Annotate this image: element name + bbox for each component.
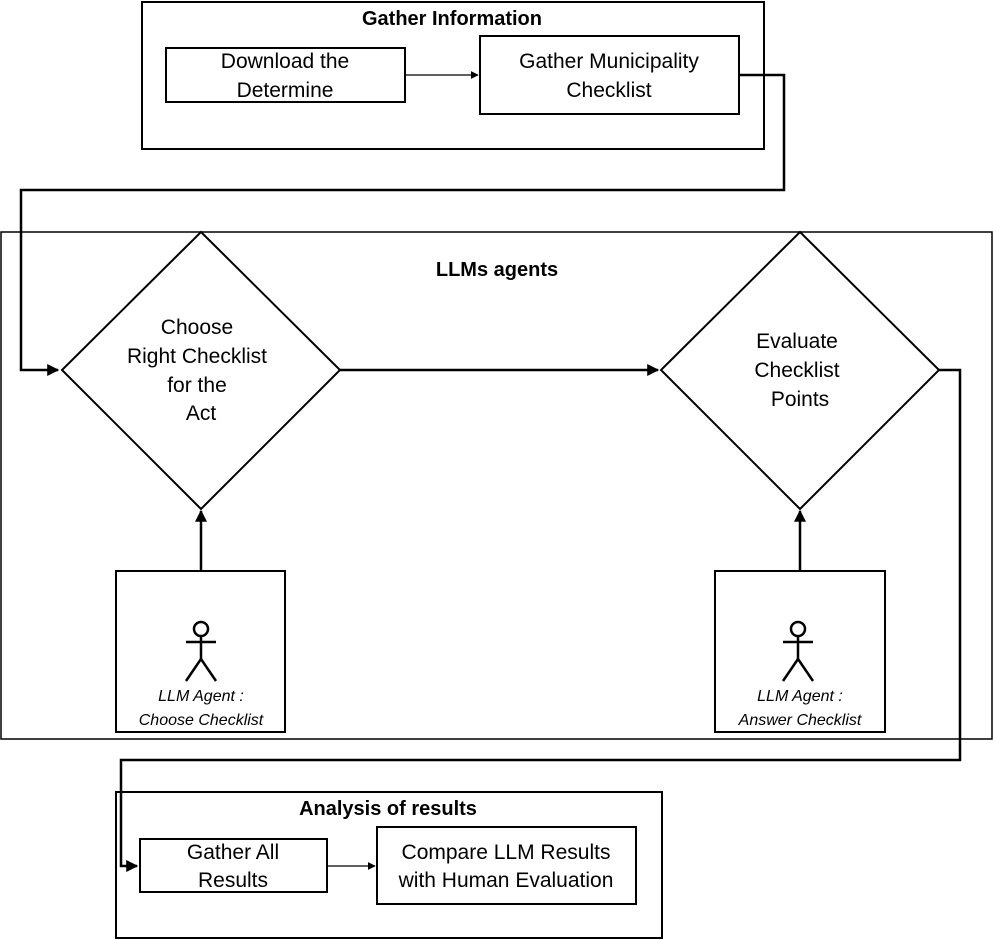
node-gather-municipality-checklist: Gather Municipality Checklist: [479, 35, 740, 115]
person-icon: [184, 620, 218, 682]
node-municipality-line-1: Gather Municipality: [519, 50, 699, 73]
group-gather-information: Gather Information Download the Determin…: [141, 1, 765, 150]
group-analysis-frame: [115, 791, 663, 939]
node-compare-llm-results: Compare LLM Results with Human Evaluatio…: [376, 826, 637, 905]
node-evaluate-diamond: [659, 230, 941, 511]
node-choose-diamond: [60, 230, 342, 511]
node-municipality-line-2: Checklist: [566, 79, 651, 102]
node-gather-all-results: Gather All Results: [139, 838, 328, 893]
actor-choose-line-1: LLM Agent :: [158, 688, 244, 705]
actor-answer-checklist-agent: LLM Agent : Answer Checklist: [714, 570, 886, 733]
node-choose-line-3: for the: [167, 374, 227, 397]
group-gather-title: Gather Information: [362, 8, 542, 30]
node-compare-line-2: with Human Evaluation: [398, 869, 614, 892]
node-compare-line-1: Compare LLM Results: [402, 841, 611, 864]
node-gather-all-line-2: Results: [198, 869, 268, 892]
person-icon: [781, 620, 815, 682]
node-download-line-2: Determine: [237, 79, 334, 102]
node-choose-line-2: Right Checklist: [127, 345, 267, 368]
node-compare-box: [376, 826, 637, 905]
actor-answer-line-1: LLM Agent :: [757, 688, 843, 705]
node-evaluate-line-1: Evaluate: [756, 330, 838, 353]
node-municipality-box: [479, 35, 740, 115]
group-analysis-title: Analysis of results: [299, 798, 477, 820]
node-evaluate-line-3: Points: [771, 388, 829, 411]
node-evaluate-checklist-points: Evaluate Checklist Points: [659, 230, 941, 511]
node-evaluate-line-2: Checklist: [754, 359, 839, 382]
group-agents-title: LLMs agents: [436, 259, 558, 281]
node-choose-right-checklist: Choose Right Checklist for the Act: [60, 230, 342, 511]
node-download-line-1: Download the: [221, 50, 349, 73]
edge-evaluate-to-gather-results: [119, 368, 962, 872]
actor-choose-line-2: Choose Checklist: [139, 712, 264, 729]
actor-answer-box: [714, 570, 886, 733]
actor-choose-checklist-agent: LLM Agent : Choose Checklist: [115, 570, 286, 733]
group-analysis-of-results: Analysis of results Gather All Results C…: [115, 791, 663, 939]
node-gather-all-line-1: Gather All: [187, 841, 279, 864]
node-choose-line-1: Choose: [161, 316, 233, 339]
node-download-determine: Download the Determine: [165, 47, 406, 103]
group-llms-agents: LLMs agents Choose Right Checklist for t…: [0, 230, 993, 740]
group-agents-frame: [0, 231, 993, 740]
edge-gather-to-choose: [19, 73, 786, 376]
node-choose-line-4: Act: [186, 402, 217, 425]
actor-answer-line-2: Answer Checklist: [738, 712, 862, 729]
